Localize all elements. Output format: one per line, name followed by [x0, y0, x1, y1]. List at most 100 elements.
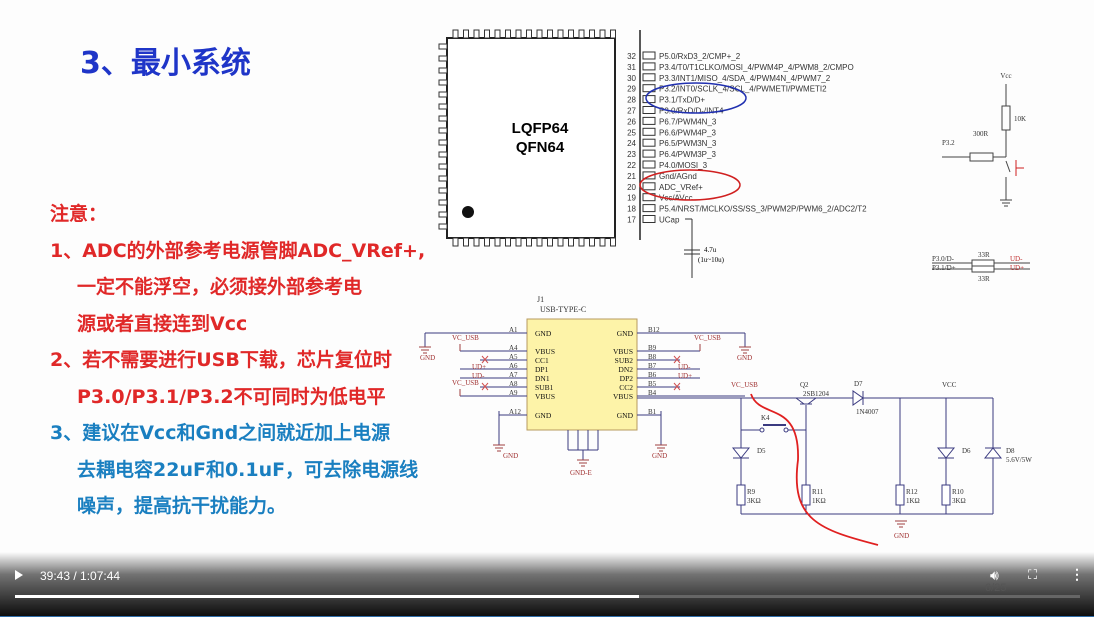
note-line: 2、若不需要进行USB下载，芯片复位时 — [50, 349, 392, 371]
chip-pin-label: P3.4/T0/T1CLKO/MOSI_4/PWM4P_4/PWM8_2/CMP… — [659, 63, 854, 72]
usbc-pin-number: B7 — [648, 362, 657, 370]
chip-pin-stub — [438, 55, 448, 62]
more-icon[interactable]: ⋮ — [1070, 566, 1084, 582]
usbc-pin-number: B5 — [648, 380, 657, 388]
chip-pin-stub — [438, 211, 448, 218]
note-line: 3、建议在Vcc和Gnd之间就近加上电源 — [50, 422, 391, 444]
chip-pin-stub — [610, 237, 616, 247]
usbc-pin-name: GND — [535, 329, 552, 338]
chip-pin-label: P6.4/PWM3P_3 — [659, 150, 716, 159]
r11-ref: R11 — [812, 488, 824, 496]
chip-pin-stub — [438, 139, 448, 146]
chip-pin-number: 22 — [627, 161, 636, 170]
chip-pin-label: P6.7/PWM4N_3 — [659, 117, 717, 126]
d7-part: 1N4007 — [856, 408, 879, 416]
r12-value: 1KΩ — [906, 497, 920, 505]
chip-pin-number: 31 — [627, 63, 636, 72]
chip-pin-label: P4.0/MOSI_3 — [659, 161, 708, 170]
chip-package-2: QFN64 — [516, 139, 565, 156]
chip-pin-stub — [438, 67, 448, 74]
time-display: 39:43 / 1:07:44 — [40, 569, 121, 583]
page-indicator: 6/25 — [985, 582, 1007, 594]
r12-ref: R12 — [906, 488, 918, 496]
r10-ref: R10 — [952, 488, 964, 496]
usbc-pin-name: DP2 — [620, 374, 634, 383]
usbc-pin-number: B4 — [648, 389, 657, 397]
usbc-pin-number: B12 — [648, 326, 660, 334]
ucap-cap-range: (1u~10u) — [698, 256, 725, 264]
r10-value: 3KΩ — [952, 497, 966, 505]
chip-pin-stub — [438, 115, 448, 122]
udm-label: UD- — [472, 372, 485, 380]
chip-pin-stub — [568, 237, 574, 247]
note-line: 1、ADC的外部参考电源管脚ADC_VRef+, — [50, 239, 426, 262]
chip-pin-number: 26 — [627, 117, 636, 126]
usbc-pin-name: CC1 — [535, 356, 549, 365]
notes-heading: 注意： — [50, 203, 108, 225]
q2-ref: Q2 — [800, 381, 809, 389]
chip-pin-stub — [642, 204, 656, 213]
usbc-pin-name: VBUS — [535, 347, 555, 356]
chip-pin-stub — [610, 29, 616, 39]
chip-pin-stub — [642, 51, 656, 60]
chip-pin-number: 32 — [627, 52, 636, 61]
usbc-pin-number: A7 — [509, 371, 518, 379]
chip-package-1: LQFP64 — [512, 120, 569, 137]
chip-pin-stub — [438, 103, 448, 110]
annotation-ellipse-blue — [645, 82, 747, 114]
usbc-pin-name: DP1 — [535, 365, 549, 374]
chip-pin-stub — [463, 237, 469, 247]
chip-pin-stub — [599, 237, 606, 247]
usbc-pin-name: VBUS — [613, 347, 633, 356]
chip-pin-stub — [438, 43, 448, 50]
gnd-label: GND — [503, 452, 518, 460]
usbc-ref: J1 — [537, 295, 544, 304]
play-icon[interactable] — [15, 570, 23, 580]
chip-pin-number: 27 — [627, 107, 636, 116]
usbc-pin-number: B8 — [648, 353, 657, 361]
usbc-pin-name: DN2 — [618, 365, 633, 374]
chip-pin-stub — [438, 127, 448, 134]
chip-pin-label: P5.0/RxD3_2/CMP+_2 — [659, 52, 741, 61]
chip-pin-number: 20 — [627, 183, 636, 192]
ucap-cap-value: 4.7u — [704, 246, 717, 254]
usb-net-dminus: P3.0/D- — [932, 255, 955, 263]
volume-icon[interactable]: 🔊︎ — [990, 567, 999, 583]
fullscreen-exit-icon[interactable]: ⛶ — [1028, 567, 1038, 582]
chip-pin-stub — [452, 237, 459, 247]
chip-pin-label: P6.5/PWM3N_3 — [659, 139, 717, 148]
chip-pin-label: P3.1/TxD/D+ — [659, 96, 705, 105]
mcu-chip: LQFP64 QFN64 32 P5.0/RxD3_2/CMP+_2 31 P3.4/… — [438, 29, 867, 278]
usbc-name: USB-TYPE-C — [540, 305, 586, 314]
chip-pin-label: P6.6/PWM4P_3 — [659, 128, 716, 137]
usb-r2: 33R — [978, 275, 990, 283]
notes: 注意： 1、ADC的外部参考电源管脚ADC_VRef+, 一定不能浮空，必须接外… — [50, 196, 425, 525]
chip-pin-stub — [642, 84, 656, 93]
k4-ref: K4 — [761, 414, 770, 422]
chip-pin-stub — [642, 116, 656, 125]
usbc-pin-number: A12 — [509, 408, 522, 416]
d8-ref: D8 — [1006, 447, 1015, 455]
usbc-pin-name: GND — [617, 329, 634, 338]
chip-pin-stub — [463, 29, 469, 39]
r9-ref: R9 — [747, 488, 756, 496]
usbc-pin-name: GND — [617, 411, 634, 420]
gnd-net: GND — [894, 532, 909, 540]
d8-part: 5.6V/5W — [1006, 456, 1032, 464]
udm-label: UD- — [678, 363, 691, 371]
progress-bar[interactable] — [15, 595, 1080, 598]
chip-pin-number: 24 — [627, 139, 636, 148]
chip-pin-stub — [515, 29, 522, 39]
chip-pin-stub — [589, 237, 595, 247]
usbc-pin-number: B6 — [648, 371, 657, 379]
chip-pin-number: 18 — [627, 205, 636, 214]
chip-pin-number: 21 — [627, 172, 636, 181]
chip-pin-stub — [526, 237, 532, 247]
chip-pin-stub — [526, 29, 532, 39]
chip-pin-stub — [438, 91, 448, 98]
chip-pin-number: 23 — [627, 150, 636, 159]
d7-ref: D7 — [854, 380, 863, 388]
